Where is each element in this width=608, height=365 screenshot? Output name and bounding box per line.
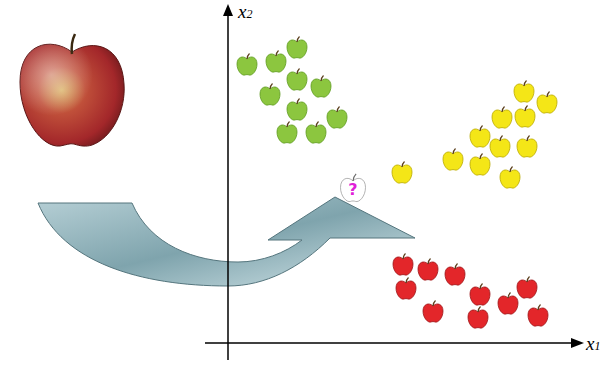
yellow-apple bbox=[537, 92, 557, 114]
query-apple: ? bbox=[338, 172, 368, 204]
green-apple bbox=[277, 122, 297, 144]
axes bbox=[205, 4, 584, 360]
yellow-apple bbox=[490, 136, 510, 158]
axis-label-x1: x1 bbox=[586, 334, 600, 353]
green-apple bbox=[266, 51, 286, 73]
green-apple bbox=[237, 54, 257, 76]
green-apple bbox=[327, 107, 347, 129]
yellow-apple bbox=[392, 162, 412, 184]
red-apple bbox=[418, 259, 438, 281]
apple-clusters bbox=[237, 37, 557, 329]
yellow-apple bbox=[470, 154, 490, 176]
yellow-apple bbox=[443, 149, 463, 171]
yellow-apple bbox=[492, 107, 512, 129]
apple-photo bbox=[20, 34, 124, 146]
red-apple bbox=[423, 301, 443, 323]
green-apple bbox=[306, 122, 326, 144]
green-apple bbox=[260, 84, 280, 106]
red-apple bbox=[393, 254, 413, 276]
yellow-apple bbox=[470, 126, 490, 148]
question-mark: ? bbox=[348, 182, 357, 198]
axis-label-x2: x2 bbox=[238, 2, 252, 21]
curved-arrow bbox=[38, 197, 415, 286]
yellow-apple bbox=[517, 136, 537, 158]
red-apple bbox=[470, 284, 490, 306]
yellow-apple bbox=[500, 167, 520, 189]
yellow-apple bbox=[515, 106, 535, 128]
red-apple bbox=[468, 307, 488, 329]
red-apple bbox=[445, 264, 465, 286]
green-apple bbox=[287, 37, 307, 59]
green-apple bbox=[311, 76, 331, 98]
red-apple bbox=[396, 278, 416, 300]
green-apple bbox=[287, 99, 307, 121]
red-apple bbox=[528, 305, 548, 327]
red-apple bbox=[517, 277, 537, 299]
green-apple bbox=[287, 69, 307, 91]
yellow-apple bbox=[514, 81, 534, 103]
red-apple bbox=[498, 293, 518, 315]
